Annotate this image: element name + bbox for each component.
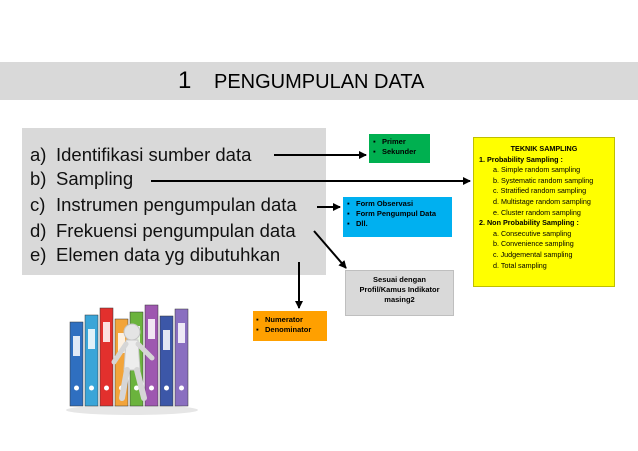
sumber-data-item: Primer xyxy=(373,137,426,147)
list-item-sampling: b) Sampling xyxy=(30,168,133,190)
list-item-text: Identifikasi sumber data xyxy=(56,144,252,165)
frekuensi-box: Sesuai dengan Profil/Kamus Indikator mas… xyxy=(345,270,454,316)
sampling-item: e. Cluster random sampling xyxy=(493,207,581,217)
elemen-item: Numerator xyxy=(256,315,324,325)
sampling-item: b. Convenience sampling xyxy=(493,239,574,249)
list-item-label: e) xyxy=(30,244,47,265)
instrumen-item: Dll. xyxy=(347,219,448,229)
list-item-text: Frekuensi pengumpulan data xyxy=(56,220,296,241)
page-title: PENGUMPULAN DATA xyxy=(214,71,425,93)
sampling-item: c. Stratified random sampling xyxy=(493,186,587,196)
elemen-item: Denominator xyxy=(256,325,324,335)
list-item-elemen: e) Elemen data yg dibutuhkan xyxy=(30,244,280,266)
list-item-instrumen: c) Instrumen pengumpulan data xyxy=(30,194,297,216)
sampling-item: d. Total sampling xyxy=(493,260,547,270)
title-band xyxy=(0,62,638,100)
sampling-item: a. Consecutive sampling xyxy=(493,228,572,238)
sampling-group-heading: 1. Probability Sampling : xyxy=(479,154,563,164)
binder-7 xyxy=(159,315,174,407)
sampling-item: c. Judgemental sampling xyxy=(493,249,573,259)
figure-icon xyxy=(111,323,155,401)
list-item-label: a) xyxy=(30,144,47,165)
list-item-text: Sampling xyxy=(56,168,134,189)
teknik-sampling-box: TEKNIK SAMPLING 1. Probability Sampling … xyxy=(473,137,615,287)
binders-with-figure-illustration xyxy=(66,304,198,415)
sumber-data-box: Primer Sekunder xyxy=(369,134,430,163)
list-item-frekuensi: d) Frekuensi pengumpulan data xyxy=(30,220,296,242)
main-topic-list: a) Identifikasi sumber data b) Sampling c)… xyxy=(22,128,326,275)
list-item-identifikasi: a) Identifikasi sumber data xyxy=(30,144,251,166)
elemen-data-box: Numerator Denominator xyxy=(253,311,327,341)
binder-3 xyxy=(99,307,114,407)
instrumen-item: Form Observasi xyxy=(347,199,448,209)
sumber-data-item: Sekunder xyxy=(373,147,426,157)
sampling-item: b. Systematic random sampling xyxy=(493,175,594,185)
list-item-label: b) xyxy=(30,168,47,189)
sampling-item: d. Multistage random sampling xyxy=(493,196,591,206)
binder-2 xyxy=(84,314,99,407)
binder-8 xyxy=(174,308,189,407)
list-item-label: c) xyxy=(30,194,46,215)
teknik-sampling-title: TEKNIK SAMPLING xyxy=(510,144,578,153)
section-number: 1 xyxy=(178,67,192,94)
instrumen-item: Form Pengumpul Data xyxy=(347,209,448,219)
list-item-text: Elemen data yg dibutuhkan xyxy=(56,244,281,265)
binders-shadow xyxy=(66,405,198,415)
sampling-group-heading: 2. Non Probability Sampling : xyxy=(479,218,579,228)
list-item-text: Instrumen pengumpulan data xyxy=(56,194,297,215)
sampling-item: a. Simple random sampling xyxy=(493,165,581,175)
list-item-label: d) xyxy=(30,220,47,241)
arrow-frekuensi xyxy=(313,230,347,269)
instrumen-box: Form Observasi Form Pengumpul Data Dll. xyxy=(343,197,452,237)
binder-1 xyxy=(69,321,84,407)
